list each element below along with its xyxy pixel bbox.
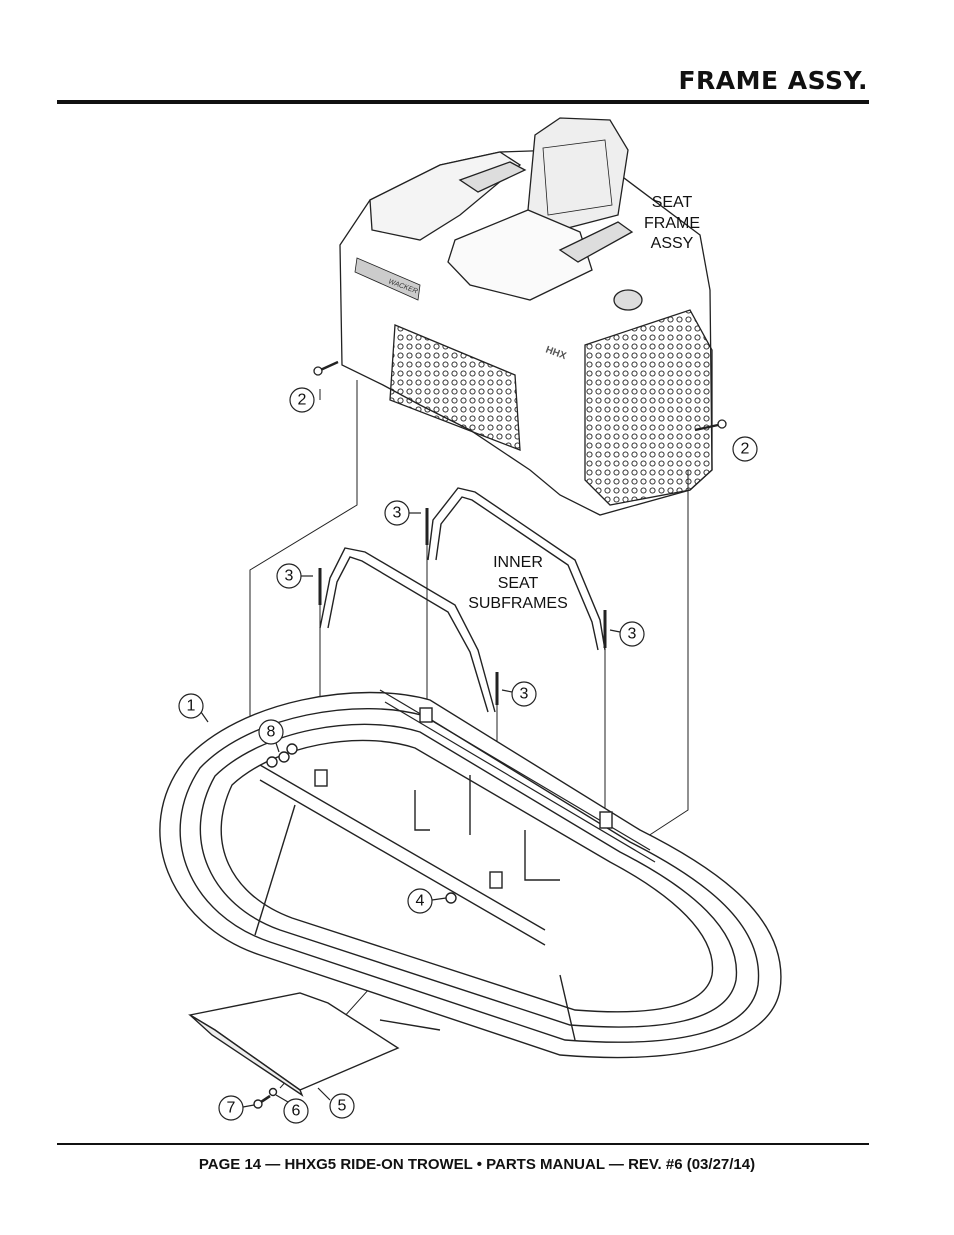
left-vent-grille bbox=[389, 324, 521, 451]
left-armrest bbox=[458, 161, 527, 193]
svg-text:2: 2 bbox=[298, 392, 307, 409]
cover-plate bbox=[188, 992, 400, 1109]
callouts: 1 2 2 3 3 3 3 4 5 6 7 8 bbox=[178, 387, 758, 1124]
seat-frame-assembly: WACKER HHX bbox=[313, 117, 727, 516]
svg-text:FRAME: FRAME bbox=[644, 215, 700, 232]
callout-4 bbox=[407, 888, 433, 914]
svg-text:3: 3 bbox=[628, 626, 637, 643]
svg-text:SEAT: SEAT bbox=[652, 194, 693, 211]
seat-cushion bbox=[447, 209, 593, 301]
right-armrest bbox=[558, 221, 634, 263]
callout-2-right bbox=[732, 436, 758, 462]
svg-text:INNER: INNER bbox=[493, 554, 543, 571]
control-knob bbox=[613, 289, 643, 311]
callout-1 bbox=[178, 693, 204, 719]
right-vent-grille bbox=[584, 309, 713, 506]
callout-2-left bbox=[289, 387, 315, 413]
callout-3-d bbox=[511, 681, 537, 707]
svg-text:3: 3 bbox=[393, 505, 402, 522]
svg-text:7: 7 bbox=[227, 1100, 236, 1117]
svg-text:2: 2 bbox=[741, 441, 750, 458]
inner-subframes-label: INNER SEAT SUBFRAMES bbox=[468, 554, 568, 612]
page-footer: PAGE 14 — HHXG5 RIDE-ON TROWEL • PARTS M… bbox=[198, 1156, 756, 1173]
svg-text:6: 6 bbox=[292, 1103, 301, 1120]
svg-text:5: 5 bbox=[338, 1098, 347, 1115]
seat-back bbox=[527, 117, 629, 231]
svg-text:4: 4 bbox=[416, 893, 425, 910]
svg-text:SUBFRAMES: SUBFRAMES bbox=[468, 595, 568, 612]
svg-text:1: 1 bbox=[187, 698, 196, 715]
svg-text:SEAT: SEAT bbox=[498, 575, 539, 592]
main-frame bbox=[159, 689, 782, 1059]
svg-text:3: 3 bbox=[520, 686, 529, 703]
inner-seat-subframes bbox=[318, 487, 607, 713]
footer-rule bbox=[57, 1143, 869, 1145]
callout-8 bbox=[258, 719, 284, 745]
callout-7 bbox=[218, 1095, 244, 1121]
callout-3-c bbox=[619, 621, 645, 647]
header-rule bbox=[57, 100, 869, 104]
svg-text:8: 8 bbox=[267, 724, 276, 741]
callout-6 bbox=[283, 1098, 309, 1124]
svg-text:ASSY: ASSY bbox=[651, 235, 694, 252]
seat-frame-label: SEAT FRAME ASSY bbox=[644, 194, 700, 252]
page-title: FRAME ASSY. bbox=[678, 66, 868, 95]
svg-text:3: 3 bbox=[285, 568, 294, 585]
callout-5 bbox=[329, 1093, 355, 1119]
